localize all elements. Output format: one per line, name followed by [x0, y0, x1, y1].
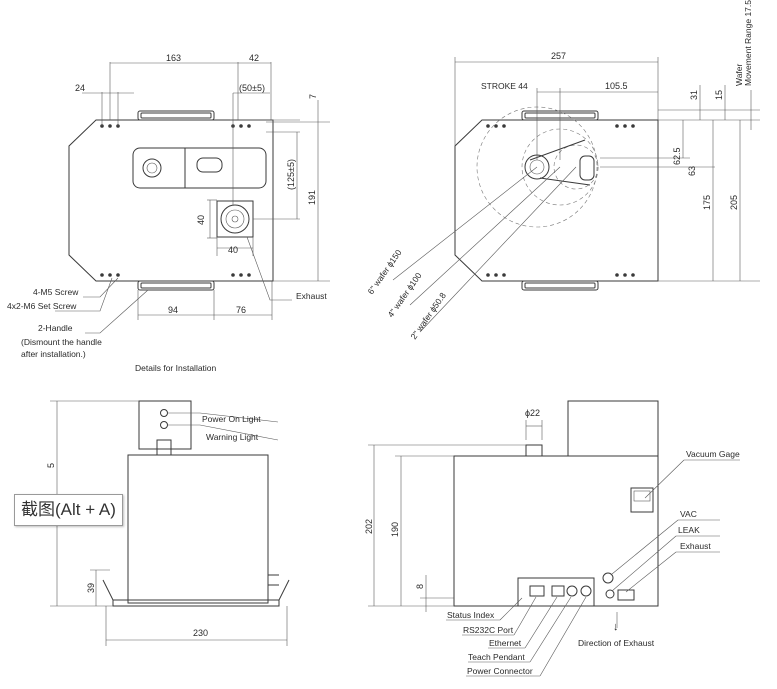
- dim-205: 205: [729, 195, 739, 210]
- leak-port-icon: [605, 589, 615, 599]
- vacuum-gage-icon: [630, 487, 654, 513]
- screenshot-tooltip[interactable]: 截图(Alt + A): [14, 494, 123, 526]
- dim-5: 5: [46, 463, 56, 468]
- side-body: [127, 454, 269, 604]
- dim-8: 8: [415, 584, 425, 589]
- handle-top: [137, 110, 215, 121]
- dim-24: 24: [75, 83, 85, 93]
- label-power-connector: Power Connector: [467, 666, 533, 676]
- label-direction-of-exhaust: Direction of Exhaust: [578, 638, 655, 648]
- label-warning-light: Warning Light: [206, 432, 259, 442]
- range-label-movement: Movement Range 17.5: [743, 0, 753, 86]
- wafer-50-outline: [553, 144, 599, 190]
- vac-port-icon: [602, 572, 614, 584]
- dim-190: 190: [390, 522, 400, 537]
- rs232-port-icon: [529, 585, 545, 597]
- label-ethernet: Ethernet: [489, 638, 522, 648]
- dim-42: 42: [249, 53, 259, 63]
- callout-handle-note-1: (Dismount the handle: [21, 337, 102, 347]
- dim-230: 230: [193, 628, 208, 638]
- dim-phi-22: ϕ22: [525, 408, 540, 418]
- dim-163: 163: [166, 53, 181, 63]
- robot-arm: [132, 147, 267, 189]
- ethernet-port-icon: [551, 585, 565, 597]
- dim-7: 7: [308, 94, 318, 99]
- front-body: [453, 455, 659, 607]
- callout-m5-screw: 4-M5 Screw: [33, 287, 79, 297]
- dim-50: (50±5): [239, 83, 265, 93]
- end-effector: [196, 157, 223, 173]
- label-status-index: Status Index: [447, 610, 495, 620]
- arm-joint-icon: [142, 158, 162, 178]
- wafer-label-150: 6" wafer ϕ150: [365, 247, 403, 296]
- top-view-wafer-range: 257 STROKE 44 105.5 31 15 Wafer Movement…: [365, 0, 760, 341]
- dim-105-5: 105.5: [605, 81, 628, 91]
- dim-40-vertical: 40: [196, 215, 206, 225]
- top-view-installation: 163 42 24 (50±5) 7 (125±5) 191 40 40 94 …: [7, 53, 330, 373]
- exhaust-port-icon: [617, 589, 635, 601]
- label-vacuum-gage: Vacuum Gage: [686, 449, 740, 459]
- dim-63: 63: [687, 166, 697, 176]
- callout-handle-note-2: after installation.): [21, 349, 86, 359]
- label-exhaust: Exhaust: [680, 541, 711, 551]
- dim-62-5: 62.5: [672, 147, 682, 165]
- exhaust-fan-icon: [216, 200, 254, 238]
- dim-202: 202: [364, 519, 374, 534]
- dim-76: 76: [236, 305, 246, 315]
- dim-15: 15: [714, 90, 724, 100]
- handle-bottom-inner: [140, 282, 212, 289]
- teach-pendant-port-icon: [566, 585, 578, 597]
- handle-top-inner: [140, 112, 212, 119]
- connector-panel: [517, 577, 595, 607]
- dim-40-horizontal: 40: [228, 245, 238, 255]
- screw-holes-top-left: [100, 124, 251, 277]
- callout-handle: 2-Handle: [38, 323, 73, 333]
- dim-39: 39: [86, 583, 96, 593]
- dim-191: 191: [307, 190, 317, 205]
- power-on-light-icon: [160, 409, 168, 417]
- dim-31: 31: [689, 90, 699, 100]
- wafer-label-100: 4" wafer ϕ100: [385, 270, 423, 319]
- power-connector-icon: [580, 585, 592, 597]
- end-effector-right: [579, 155, 595, 181]
- top-view-body-right: [454, 119, 659, 282]
- callout-exhaust: Exhaust: [296, 291, 327, 301]
- label-leak: LEAK: [678, 525, 700, 535]
- label-vac: VAC: [680, 509, 697, 519]
- dim-94: 94: [168, 305, 178, 315]
- dim-stroke-44: STROKE 44: [481, 81, 528, 91]
- dim-257: 257: [551, 51, 566, 61]
- handle-bottom: [137, 280, 215, 291]
- wafer-label-50: 2" wafer ϕ50.8: [408, 290, 448, 341]
- dim-175: 175: [702, 195, 712, 210]
- range-label-wafer: Wafer: [734, 63, 744, 86]
- caption-installation: Details for Installation: [135, 363, 217, 373]
- side-view: Power On Light Warning Light 39 5 230: [46, 400, 290, 646]
- label-rs232c-port: RS232C Port: [463, 625, 514, 635]
- label-power-on-light: Power On Light: [202, 414, 261, 424]
- callout-m6-set-screw: 4x2-M6 Set Screw: [7, 301, 77, 311]
- warning-light-icon: [160, 421, 168, 429]
- front-view: ϕ22 202 190 8 Vacuum Gage VAC LEAK Exhau…: [364, 400, 740, 677]
- base-plate: [112, 599, 280, 607]
- dim-125: (125±5): [286, 159, 296, 190]
- label-teach-pendant: Teach Pendant: [468, 652, 525, 662]
- exhaust-direction-arrow-icon: ↓: [613, 621, 619, 633]
- vacuum-housing: [567, 400, 659, 457]
